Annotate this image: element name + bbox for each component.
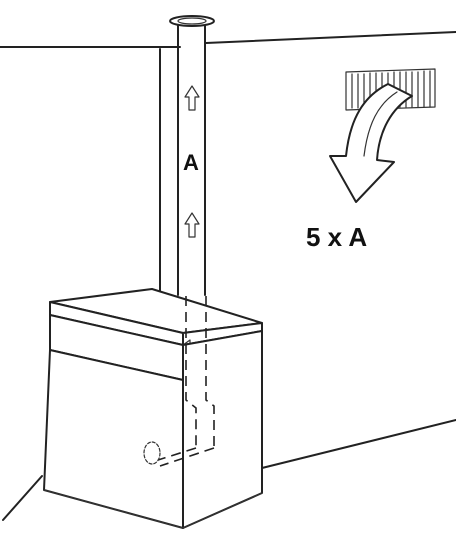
- room-floor: [2, 419, 456, 521]
- air-inflow-arrow-icon: [329, 83, 413, 203]
- boiler-cabinet: [43, 288, 263, 529]
- flue-arrow-up-icon: [184, 85, 200, 111]
- flue-arrow-up-icon: [184, 212, 200, 238]
- flue-size-label: A: [183, 150, 199, 175]
- flue-outlet-ring: [143, 441, 161, 465]
- internal-flue-path: [157, 296, 215, 467]
- wall-vent-grille: [345, 68, 436, 111]
- flue-pipe: [169, 15, 215, 296]
- vent-size-label: 5 x A: [306, 222, 367, 252]
- room-ceiling: [0, 31, 456, 48]
